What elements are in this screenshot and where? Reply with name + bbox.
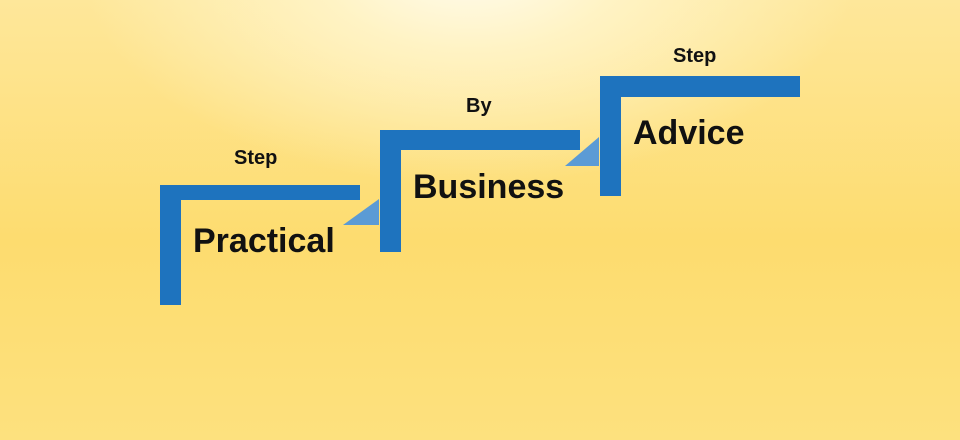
stair-step-3 <box>600 76 800 196</box>
stair-step-1 <box>160 185 360 305</box>
stair-connector-2 <box>565 137 599 166</box>
stair-connector-1 <box>343 199 379 225</box>
stair-step-2 <box>380 130 580 252</box>
step-1-main-label: Practical <box>193 222 335 260</box>
step-3-main-label: Advice <box>633 114 745 152</box>
step-2-main-label: Business <box>413 168 565 206</box>
step-3-top-label: Step <box>673 45 717 67</box>
step-2-top-label: By <box>466 95 492 117</box>
step-1-top-label: Step <box>234 147 278 169</box>
